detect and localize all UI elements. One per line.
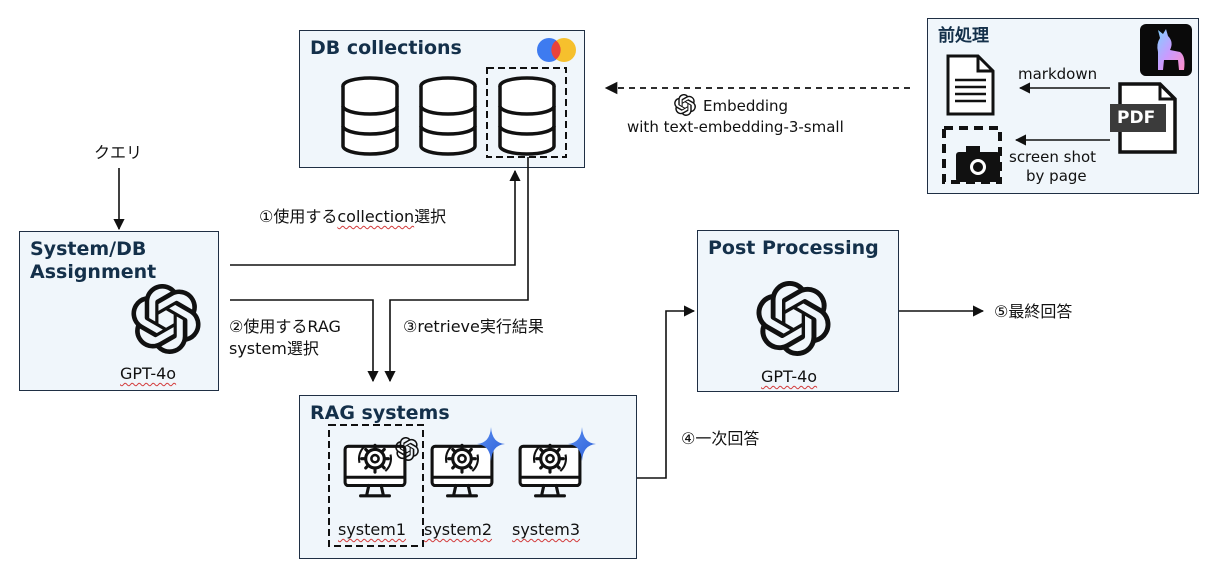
step2-label-line1: ②使用するRAG: [229, 317, 341, 336]
markdown-label: markdown: [1018, 65, 1098, 83]
step2-label-line2: system選択: [229, 339, 319, 358]
query-label: クエリ: [94, 143, 143, 162]
assignment-title-line1: System/DB: [30, 238, 147, 260]
screenshot-label-line1: screen shot: [1009, 148, 1097, 166]
system3-gemini-icon: [568, 427, 596, 461]
pdf-icon: [1110, 82, 1177, 154]
preprocess-title: 前処理: [938, 26, 989, 46]
step5-label: ⑤最終回答: [994, 302, 1073, 321]
system1-monitor-icon: [343, 443, 407, 498]
document-icon: [946, 54, 995, 116]
assignment-model-label: GPT-4o: [120, 364, 177, 383]
system2-label: system2: [424, 520, 493, 539]
database-icon-3: [498, 76, 556, 156]
system1-label: system1: [338, 520, 407, 539]
post-processing-title: Post Processing: [708, 237, 879, 259]
screenshot-label-line2: by page: [1026, 167, 1087, 185]
selected-collection-frame: [486, 67, 567, 158]
step1-label: ①使用するcollection選択: [259, 207, 447, 226]
system3-label: system3: [512, 520, 581, 539]
embedding-label-line1: Embedding: [703, 97, 789, 115]
db-collections-title: DB collections: [310, 37, 462, 59]
system2-monitor-icon: [430, 443, 494, 498]
system2-gemini-icon: [477, 427, 505, 461]
post-processing-model-label: GPT-4o: [761, 367, 818, 386]
embedding-label-line2: with text-embedding-3-small: [627, 118, 844, 136]
rag-systems-title: RAG systems: [310, 402, 450, 424]
database-icon-2: [419, 76, 477, 156]
step4-label: ④一次回答: [681, 429, 760, 448]
pdf-label: PDF: [1117, 108, 1156, 128]
assignment-title-line2: Assignment: [30, 261, 157, 283]
step3-label: ③retrieve実行結果: [403, 317, 544, 336]
openai-logo-icon-post: [756, 281, 831, 356]
screenshot-camera-icon: [942, 126, 1002, 184]
firebase-logo-icon: [537, 38, 576, 62]
embedding-openai-icon: [674, 94, 696, 116]
system3-monitor-icon: [518, 443, 582, 498]
openai-logo-icon: [131, 284, 201, 354]
selected-system-frame: [328, 424, 424, 547]
database-icon-1: [341, 76, 399, 156]
llama-logo-icon: [1140, 24, 1192, 76]
